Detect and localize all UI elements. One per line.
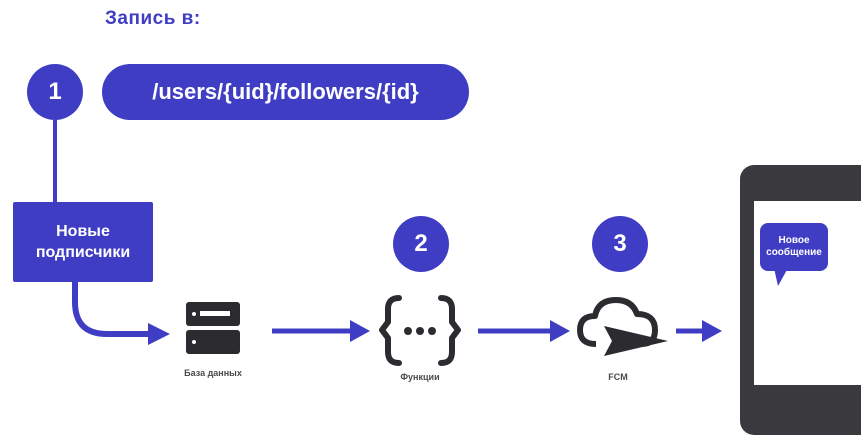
new-followers-line-2: подписчики [35,244,131,261]
arrowhead-fcm-phone [702,320,722,342]
step-2-badge: 2 [393,216,449,272]
functions-icon [379,295,461,366]
database-caption: База данных [184,368,242,378]
functions-dots [404,327,436,335]
new-followers-box: Новые подписчики [13,202,153,282]
new-message-bubble: Новое сообщение [760,223,828,271]
arrowhead-to-database [148,323,170,345]
new-message-line-2: сообщение [766,247,822,258]
step-3-badge: 3 [592,216,648,272]
connector-curve-to-database [72,282,150,337]
arrowhead-db-functions [350,320,370,342]
fcm-caption: FCM [608,372,628,382]
bubble-tail [774,268,788,286]
step-1-badge: 1 [27,64,83,120]
functions-caption: Функции [400,372,439,382]
database-icon [186,302,240,354]
firestore-path-pill: /users/{uid}/followers/{id} [102,64,469,120]
arrowhead-functions-fcm [550,320,570,342]
heading-write-to: Запись в: [105,8,201,29]
new-message-line-1: Новое [778,235,810,246]
new-followers-line-1: Новые [56,223,110,240]
fcm-cloud-icon [577,297,668,356]
